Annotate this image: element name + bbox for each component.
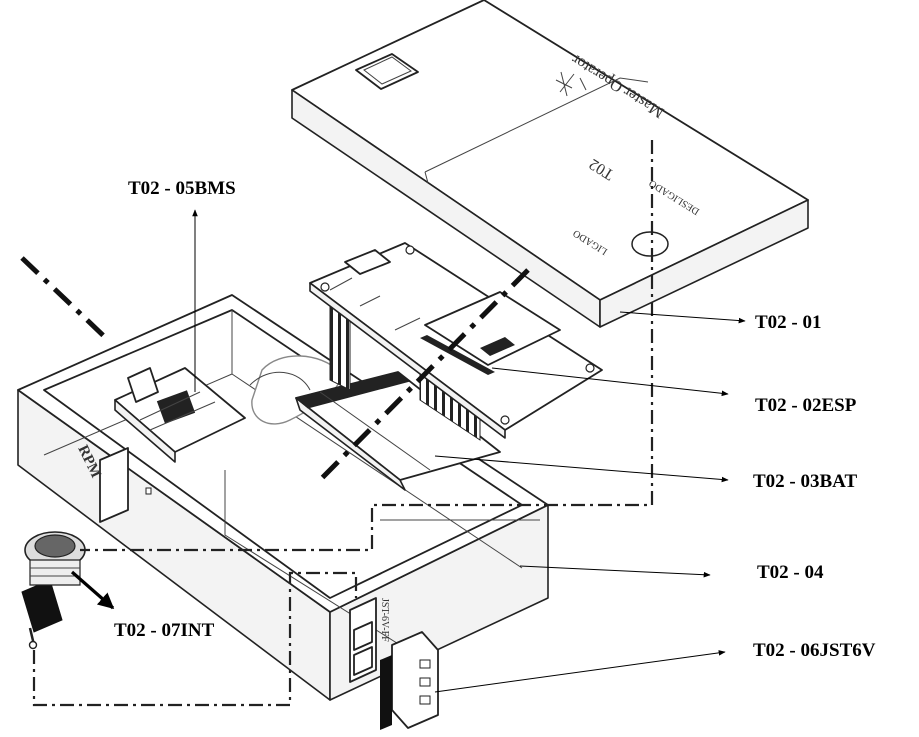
assembly-center-lines [20,140,654,707]
battery-part [249,355,501,491]
housing-jack-engraving: JST-6V-FF [379,598,390,642]
part-callouts: T02 - 01 T02 - 02ESP T02 - 03BAT T02 - 0… [70,178,876,693]
callout-t02-04: T02 - 04 [757,562,824,583]
callout-t02-05bms: T02 - 05BMS [128,178,236,199]
callout-t02-01: T02 - 01 [755,312,822,333]
callout-t02-03bat: T02 - 03BAT [753,471,857,492]
jst-connector-part [380,631,439,730]
callout-t02-02esp: T02 - 02ESP [755,395,857,416]
callout-t02-06jst6v: T02 - 06JST6V [753,640,876,661]
bms-board-part [114,367,246,463]
callout-t02-07int: T02 - 07INT [114,620,215,641]
esp-board-part [309,242,603,441]
toggle-switch-part [21,531,86,650]
